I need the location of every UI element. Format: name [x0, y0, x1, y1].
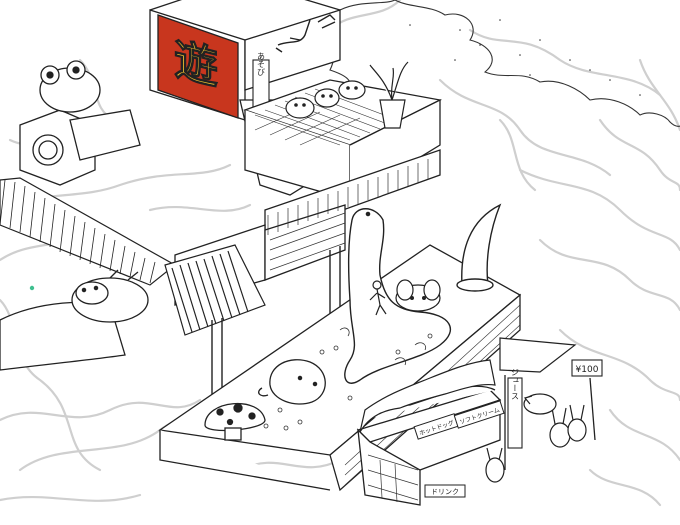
stall-signs: ホットドッグ ソフトクリーム ドリンク [413, 400, 505, 498]
walkway [0, 177, 177, 286]
frog-speaker [19, 60, 141, 186]
banner-text: ジュース [511, 368, 520, 400]
critters [285, 80, 366, 119]
yu-sign-text: 遊 [174, 33, 218, 95]
walkway-stripes [0, 179, 156, 284]
pipes [275, 14, 336, 53]
side-sign-text: あそび [257, 52, 266, 76]
dinosaur [344, 208, 452, 384]
swimmer [369, 280, 387, 316]
tentacle [456, 203, 502, 292]
dog [395, 279, 441, 312]
counter-sign-text: ドリンク [431, 488, 459, 496]
fence-hatching [267, 159, 429, 271]
stall-awning [359, 337, 577, 433]
hippo-slide [0, 269, 149, 371]
water-bubbles [263, 327, 433, 431]
vertical-banner: ジュース [504, 368, 523, 470]
accordion [164, 244, 266, 336]
planter-hatching [254, 88, 401, 146]
potted-plant [369, 61, 409, 129]
blob-creature [258, 359, 326, 405]
bunnies [485, 393, 587, 483]
cloud-dots [409, 19, 641, 96]
stall-shelves [367, 454, 419, 503]
price-post-text: ¥100 [576, 365, 599, 375]
mushroom [204, 402, 266, 441]
accent-dot [29, 285, 35, 291]
price-post: ¥100 [571, 359, 603, 441]
yu-sign: 遊 [157, 14, 239, 119]
